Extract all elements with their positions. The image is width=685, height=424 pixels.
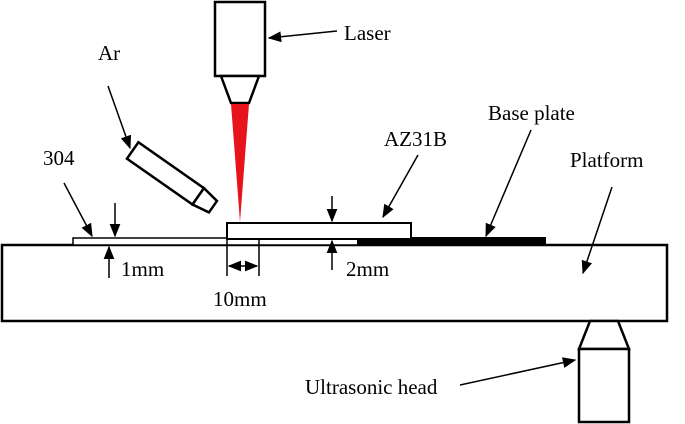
laser-leader-arrow [267,30,338,43]
base-plate-label: Base plate [488,101,575,125]
laser-label: Laser [344,21,391,45]
az31b-label: AZ31B [384,127,447,151]
dim-10mm-label: 10mm [213,287,267,311]
dim-2mm-label: 2mm [346,257,389,281]
base-plate [357,237,546,245]
ultrasonic-head-label: Ultrasonic head [305,375,438,399]
laser-beam [231,104,249,222]
argon-nozzle [125,140,219,214]
platform [0,243,669,323]
steel-304-leader-arrow [63,182,93,238]
base-plate-leader-arrow [485,129,532,238]
dim-1mm-label: 1mm [121,257,164,281]
az31b-sheet [226,222,412,240]
steel-304-label: 304 [43,146,75,170]
platform-leader-arrow [581,186,613,275]
az31b-leader-arrow [382,154,419,219]
platform-label: Platform [570,148,644,172]
laser-head [213,0,267,105]
ar-leader-arrow [107,85,132,150]
ar-label: Ar [98,41,120,65]
ultrasonic-head [577,319,631,424]
ultrasonic-leader-arrow [459,357,577,386]
